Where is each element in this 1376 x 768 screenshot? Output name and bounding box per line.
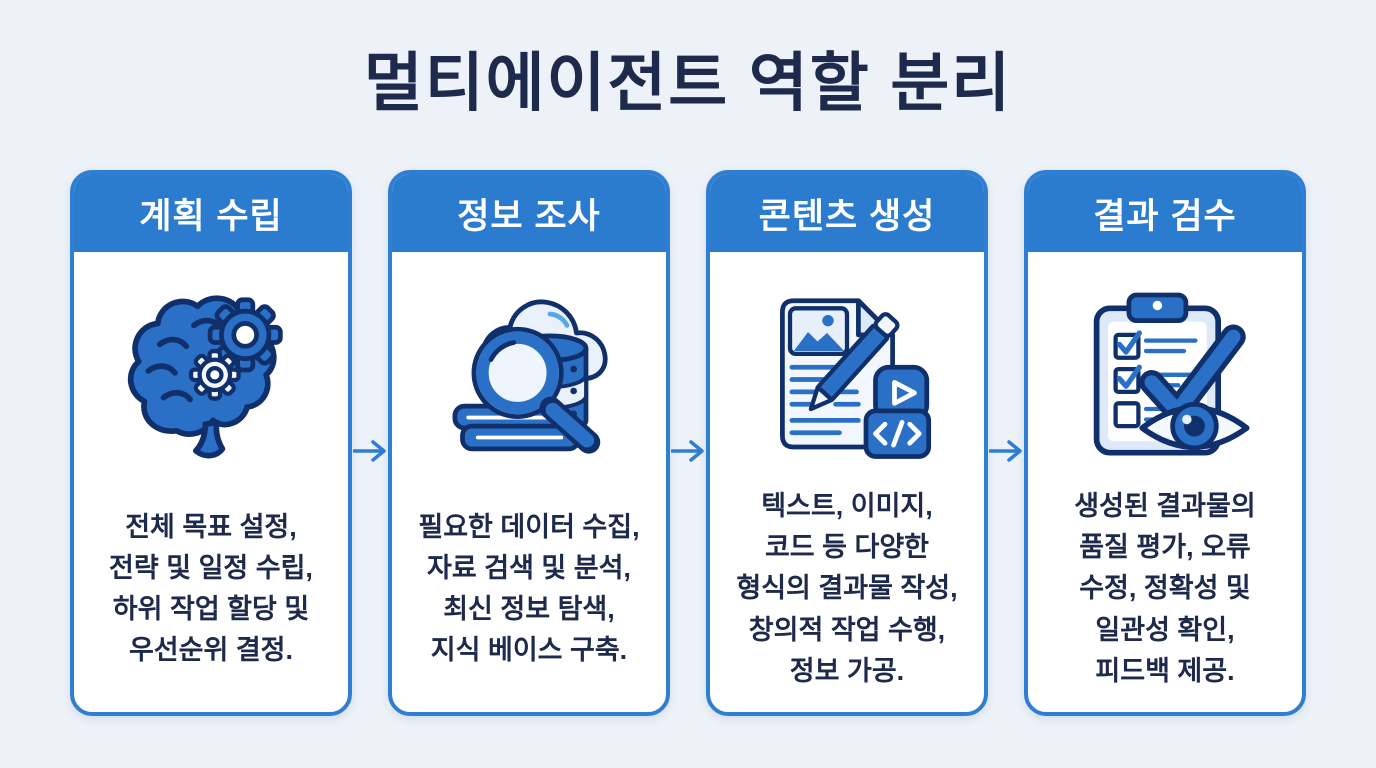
flow-arrow-2 <box>670 438 706 464</box>
card-planning-description: 전체 목표 설정, 전략 및 일정 수립, 하위 작업 할당 및 우선순위 결정… <box>109 511 313 666</box>
process-cards-row: 계획 수립 <box>0 170 1376 716</box>
page-title: 멀티에이전트 역할 분리 <box>363 47 1013 119</box>
card-research-description: 필요한 데이터 수집, 자료 검색 및 분석, 최신 정보 탐색, 지식 베이스… <box>418 511 640 666</box>
card-planning: 계획 수립 <box>70 170 352 716</box>
card-content-header: 콘텐츠 생성 <box>710 174 984 252</box>
document-pencil-icon <box>780 298 932 459</box>
card-content-title: 콘텐츠 생성 <box>758 196 936 236</box>
card-content: 콘텐츠 생성 <box>706 170 988 716</box>
card-review: 결과 검수 <box>1024 170 1306 716</box>
card-research-title: 정보 조사 <box>457 196 601 236</box>
flow-arrow-3 <box>988 438 1024 464</box>
right-arrow-icon <box>989 440 1022 462</box>
card-review-description: 생성된 결과물의 품질 평가, 오류 수정, 정확성 및 일관성 확인, 피드백… <box>1074 491 1256 686</box>
checklist-eye-icon <box>1093 292 1250 456</box>
card-review-header: 결과 검수 <box>1028 174 1302 252</box>
flow-arrow-1 <box>352 438 388 464</box>
card-planning-title: 계획 수립 <box>139 196 283 236</box>
right-arrow-icon <box>671 440 704 462</box>
brain-gears-icon <box>127 295 283 459</box>
card-planning-header: 계획 수립 <box>74 174 348 252</box>
magnifier-database-icon <box>452 299 608 454</box>
card-research-header: 정보 조사 <box>392 174 666 252</box>
card-content-description: 텍스트, 이미지, 코드 등 다양한 형식의 결과물 작성, 창의적 작업 수행… <box>736 491 958 686</box>
right-arrow-icon <box>353 440 386 462</box>
card-research: 정보 조사 <box>388 170 670 716</box>
card-review-title: 결과 검수 <box>1093 196 1237 236</box>
